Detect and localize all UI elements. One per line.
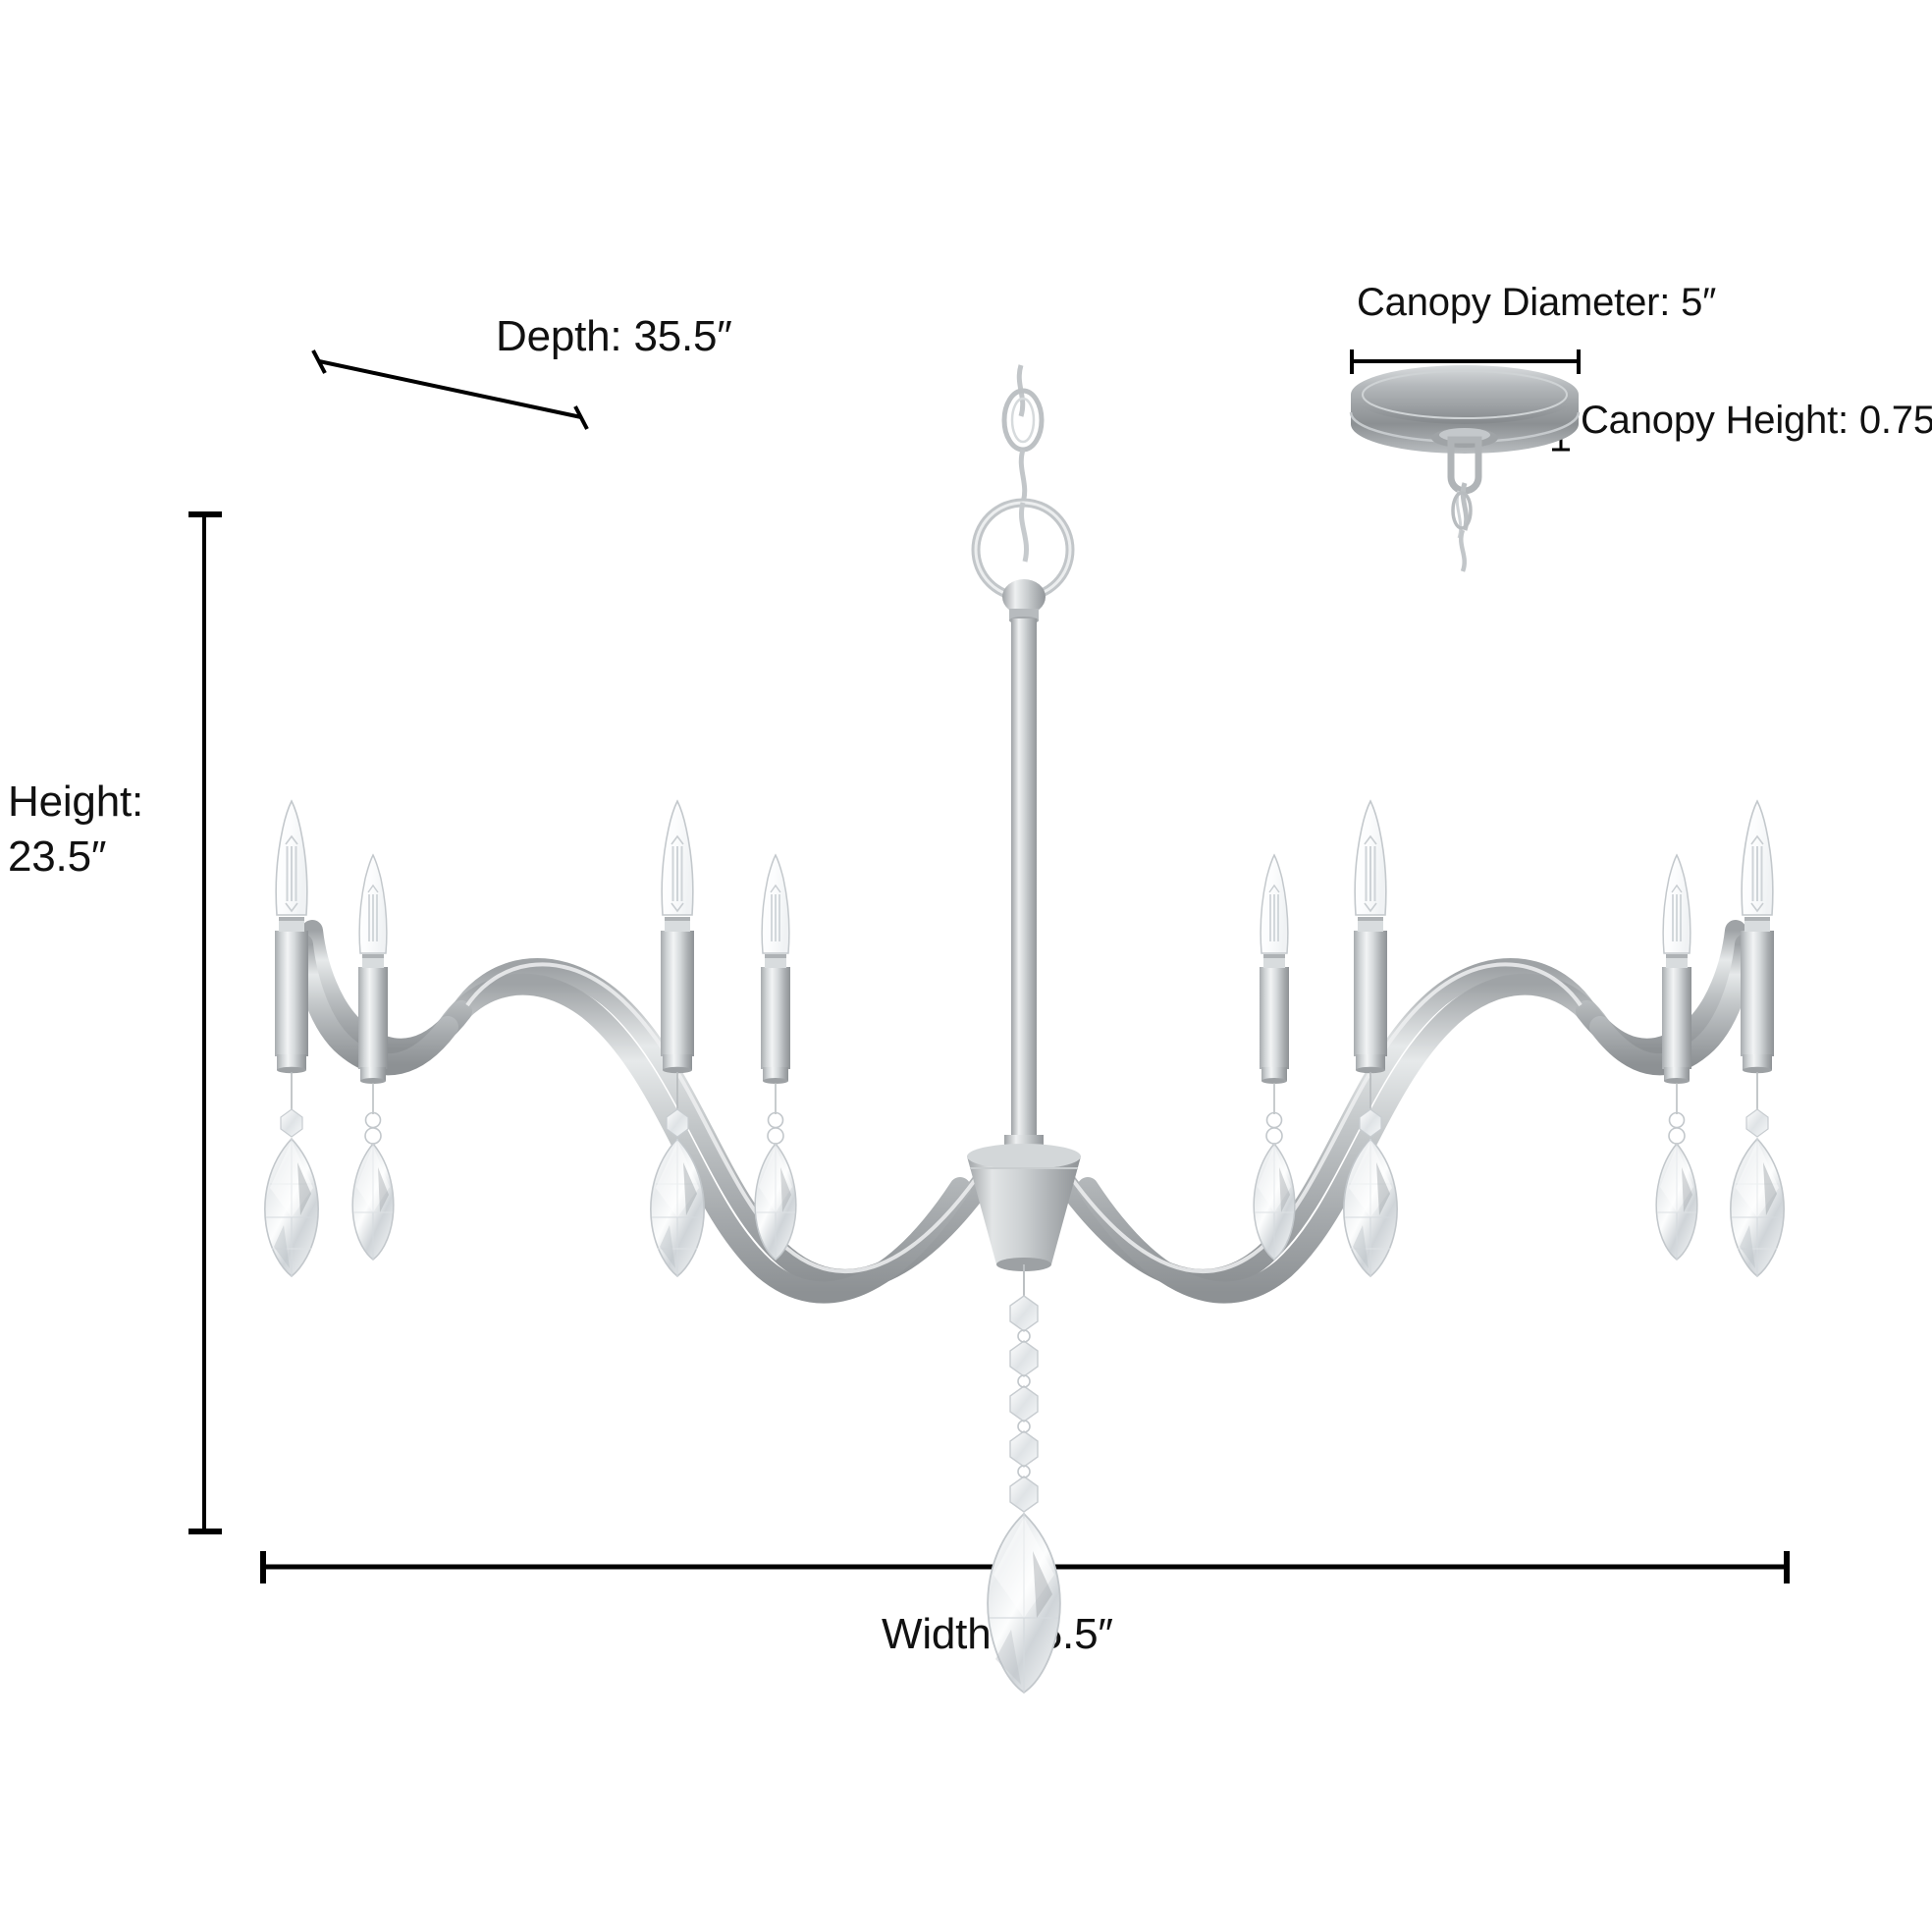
candle-arm-2 xyxy=(351,854,395,1261)
height-dimension-label-line2: 23.5″ xyxy=(8,832,107,881)
height-dimension-label-line1: Height: xyxy=(8,778,144,826)
candle-arm-7 xyxy=(1655,854,1698,1261)
height-dimension-line xyxy=(188,511,222,1534)
depth-dimension-line xyxy=(311,349,589,430)
canopy-height-label: Canopy Height: 0.75″ xyxy=(1581,399,1932,442)
center-crystal-drop xyxy=(987,1264,1061,1694)
canopy-illustration xyxy=(1349,365,1581,572)
chandelier-illustration xyxy=(263,364,1786,1694)
candle-arm-4 xyxy=(754,854,797,1261)
depth-dimension-label: Depth: 35.5″ xyxy=(496,312,732,360)
hanging-chain xyxy=(971,364,1075,602)
chandelier-center-body xyxy=(967,1144,1081,1271)
candle-arm-5 xyxy=(1253,854,1296,1261)
candle-arm-8 xyxy=(1729,800,1786,1277)
canopy-diameter-label: Canopy Diameter: 5″ xyxy=(1357,281,1717,324)
candle-arm-1 xyxy=(263,800,320,1277)
canopy-diameter-dimension-line xyxy=(1350,349,1581,374)
